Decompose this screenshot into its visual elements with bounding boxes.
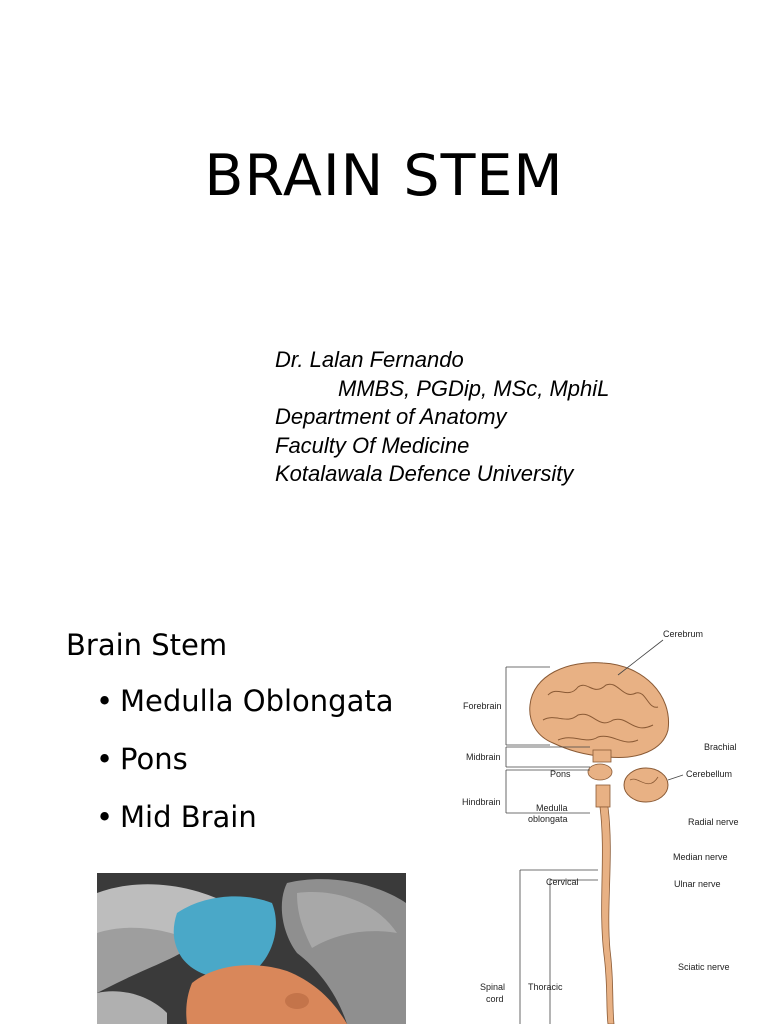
label-ulnar: Ulnar nerve <box>674 879 721 889</box>
label-pons: Pons <box>550 769 571 779</box>
label-forebrain: Forebrain <box>463 701 502 711</box>
label-cord: cord <box>486 994 504 1004</box>
label-cervical: Cervical <box>546 877 579 887</box>
author-faculty: Faculty Of Medicine <box>275 432 470 458</box>
bullet-item: •Mid Brain <box>96 800 394 858</box>
label-brachial: Brachial <box>704 742 737 752</box>
nervous-system-diagram: Cerebrum Forebrain Midbrain Pons Hindbra… <box>458 625 746 1024</box>
slide-heading: Brain Stem <box>66 628 228 662</box>
bullet-dot: • <box>96 742 114 776</box>
label-midbrain: Midbrain <box>466 752 501 762</box>
author-degrees: MMBS, PGDip, MSc, MphiL <box>338 375 610 401</box>
label-hindbrain: Hindbrain <box>462 797 501 807</box>
bullet-dot: • <box>96 800 114 834</box>
label-median: Median nerve <box>673 852 728 862</box>
bullet-list: •Medulla Oblongata •Pons •Mid Brain <box>96 684 394 858</box>
content-slide: Brain Stem •Medulla Oblongata •Pons •Mid… <box>0 580 768 1024</box>
title-slide: BRAIN STEM Dr. Lalan Fernando MMBS, PGDi… <box>204 143 610 489</box>
brainstem-photo-svg <box>97 873 406 1024</box>
author-name: Dr. Lalan Fernando <box>275 347 464 372</box>
bullet-item: •Medulla Oblongata <box>96 684 394 742</box>
label-medulla: Medulla <box>536 803 568 813</box>
slide-title: BRAIN STEM <box>204 143 564 209</box>
bullet-text: Pons <box>120 742 188 776</box>
author-block: Dr. Lalan Fernando MMBS, PGDip, MSc, Mph… <box>275 346 609 489</box>
bullet-dot: • <box>96 684 114 718</box>
bullet-text: Medulla Oblongata <box>120 684 394 718</box>
label-sciatic: Sciatic nerve <box>678 962 730 972</box>
brainstem-photo <box>97 873 406 1024</box>
label-oblongata: oblongata <box>528 814 568 824</box>
author-university: Kotalawala Defence University <box>275 461 574 486</box>
label-radial: Radial nerve <box>688 817 739 827</box>
bullet-text: Mid Brain <box>120 800 257 834</box>
label-cerebellum: Cerebellum <box>686 769 732 779</box>
author-department: Department of Anatomy <box>275 404 507 429</box>
nervous-system-diagram-svg: Cerebrum Forebrain Midbrain Pons Hindbra… <box>458 625 746 1024</box>
label-thoracic: Thoracic <box>528 982 563 992</box>
label-cerebrum: Cerebrum <box>663 629 703 639</box>
bullet-item: •Pons <box>96 742 394 800</box>
label-spinal: Spinal <box>480 982 505 992</box>
